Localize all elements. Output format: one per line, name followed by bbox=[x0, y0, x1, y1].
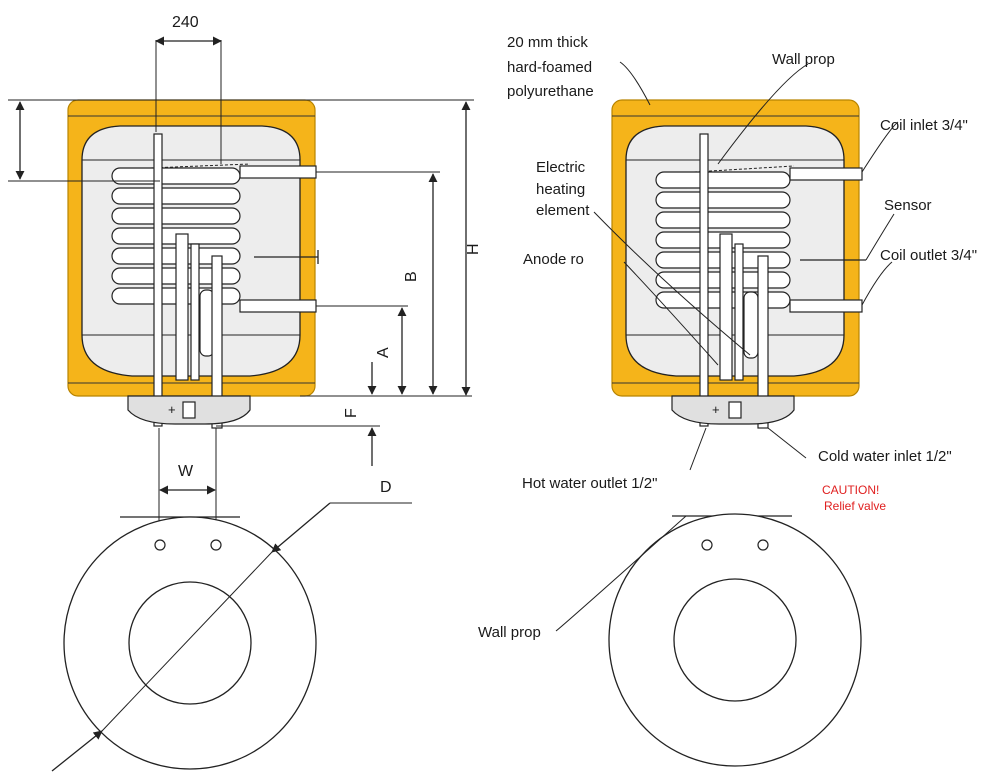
svg-text:element: element bbox=[536, 202, 590, 219]
label-electric-line-3: element bbox=[536, 202, 590, 219]
label-cold-water-inlet: Cold water inlet 1/2" bbox=[818, 448, 952, 465]
dim-B-label: B bbox=[403, 271, 420, 282]
svg-text:polyurethane: polyurethane bbox=[507, 83, 594, 100]
cold-water-tube-right bbox=[757, 255, 769, 429]
label-coil-outlet: Coil outlet 3/4" bbox=[880, 247, 977, 264]
svg-text:hard-foamed: hard-foamed bbox=[507, 59, 592, 76]
label-relief-valve: Relief valve bbox=[824, 499, 886, 513]
label-insulation-line-2: hard-foamed bbox=[507, 59, 592, 76]
label-coil-inlet: Coil inlet 3/4" bbox=[880, 117, 968, 134]
label-hot-water-outlet: Hot water outlet 1/2" bbox=[522, 475, 657, 492]
heating-element-right bbox=[719, 233, 759, 381]
label-wall-prop-bottom: Wall prop bbox=[478, 624, 541, 641]
label-sensor: Sensor bbox=[884, 197, 932, 214]
coil-inlet-pipe-left bbox=[239, 165, 317, 179]
cold-water-tube-left bbox=[211, 255, 223, 429]
dim-D-label: D bbox=[380, 479, 392, 496]
anode-rod-right bbox=[699, 133, 709, 427]
svg-text:heating: heating bbox=[536, 181, 585, 198]
plan-inner-circle-right bbox=[673, 578, 797, 702]
svg-text:Electric: Electric bbox=[536, 159, 586, 176]
coil-inlet-pipe-right bbox=[789, 167, 863, 181]
label-anode-rod: Anode ro bbox=[523, 251, 584, 268]
anode-rod-left bbox=[153, 133, 163, 427]
label-insulation-line-1: 20 mm thick bbox=[507, 34, 588, 51]
dim-F-label: F bbox=[343, 408, 360, 418]
callout-labels: 20 mm thick hard-foamed polyurethane Wal… bbox=[478, 34, 977, 641]
svg-text:20 mm thick: 20 mm thick bbox=[507, 34, 588, 51]
dim-H-label: H bbox=[465, 243, 482, 255]
coil-outlet-pipe-right bbox=[789, 299, 863, 313]
dim-A-label: A bbox=[375, 347, 392, 358]
svg-text:+: + bbox=[712, 402, 720, 417]
label-electric-line-1: Electric bbox=[536, 159, 586, 176]
right-labelled-view: + bbox=[555, 61, 899, 767]
dim-240-label: 240 bbox=[172, 14, 199, 31]
label-electric-line-2: heating bbox=[536, 181, 585, 198]
coil-outlet-pipe-left bbox=[239, 299, 317, 313]
dim-W-label: W bbox=[178, 463, 194, 480]
label-insulation-line-3: polyurethane bbox=[507, 83, 594, 100]
heating-element-left bbox=[175, 233, 215, 381]
label-wall-prop-top: Wall prop bbox=[772, 51, 835, 68]
label-caution: CAUTION! bbox=[822, 483, 879, 497]
svg-text:+: + bbox=[168, 402, 176, 417]
left-elevation-view: + 240 H B A F W bbox=[8, 14, 482, 772]
plan-inner-circle-left bbox=[128, 581, 252, 705]
